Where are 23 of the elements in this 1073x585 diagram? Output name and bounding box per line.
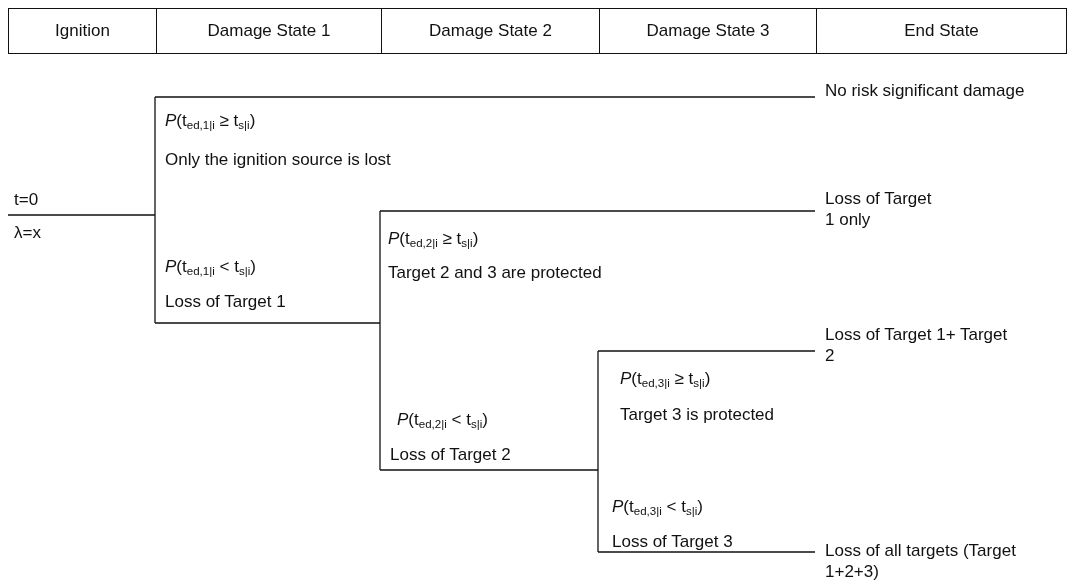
probability-expression: P(t$_{ed,1|i}$ < t$_{s|i}$): [165, 256, 257, 277]
branch-description: Loss of Target 3: [612, 531, 734, 552]
column-header: Ignition: [55, 21, 110, 41]
column-header: End State: [904, 21, 979, 41]
branch-description: Loss of Target 2: [390, 444, 512, 465]
end-state-text: Loss of Target 1 only: [825, 188, 933, 230]
probability-expression: P(t$_{ed,2|i}$ ≥ t$_{s|i}$): [388, 228, 480, 249]
branch-description: Loss of Target 1: [165, 291, 287, 312]
probability-expression: P(t$_{ed,3|i}$ < t$_{s|i}$): [612, 496, 704, 517]
initial-time-text: t=0: [14, 189, 40, 210]
probability-expression: P(t$_{ed,1|i}$ ≥ t$_{s|i}$): [165, 110, 257, 131]
branch-description: Only the ignition source is lost: [165, 149, 392, 170]
column-header: Damage State 1: [207, 21, 331, 41]
frequency-text: λ=x: [14, 222, 42, 243]
branch-description: Target 3 is protected: [620, 404, 776, 425]
probability-expression: P(t$_{ed,2|i}$ < t$_{s|i}$): [397, 409, 489, 430]
end-state-text: No risk significant damage: [825, 80, 1025, 101]
column-header: Damage State 3: [646, 21, 770, 41]
column-header: Damage State 2: [429, 21, 552, 41]
probability-expression: P(t$_{ed,3|i}$ ≥ t$_{s|i}$): [620, 368, 712, 389]
end-state-text: Loss of Target 1+ Target 2: [825, 324, 1009, 366]
branch-description: Target 2 and 3 are protected: [388, 262, 603, 283]
end-state-text: Loss of all targets (Target 1+2+3): [825, 540, 1017, 582]
